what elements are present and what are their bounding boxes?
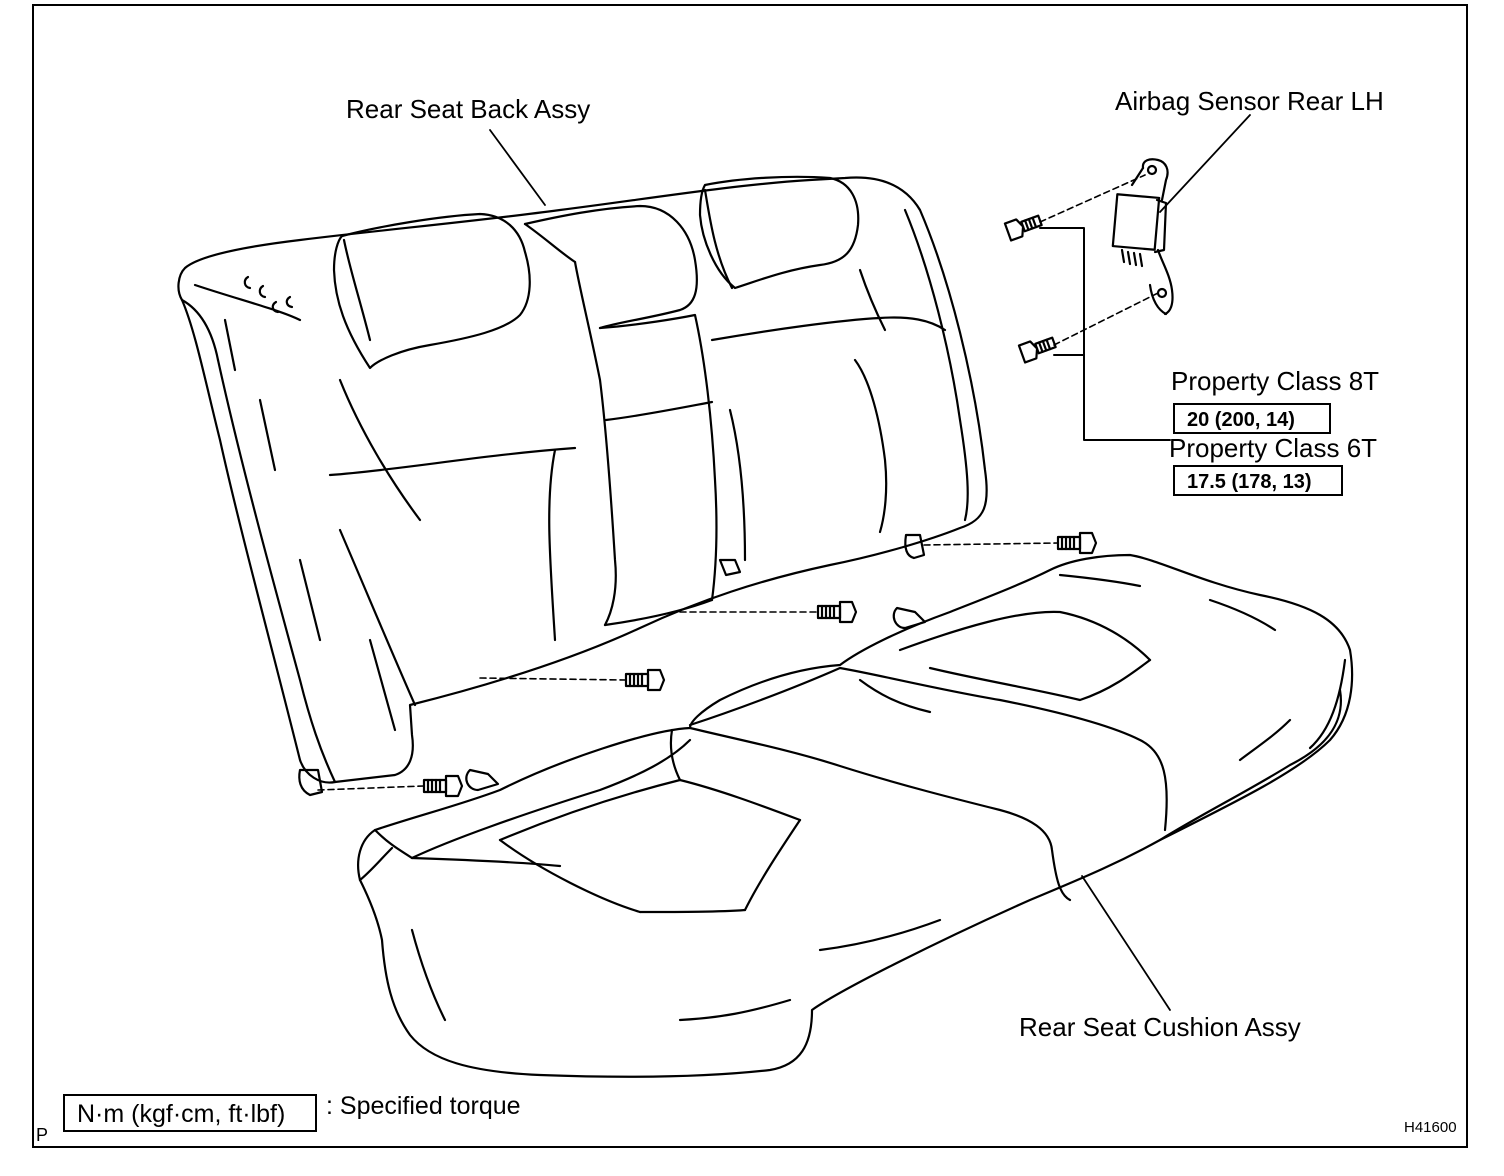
leader-lines	[489, 114, 1251, 1011]
label-property-class-8t: Property Class 8T	[1171, 366, 1380, 396]
rear-seat-cushion	[357, 553, 1354, 1078]
bolts	[422, 214, 1098, 798]
figure-id: H41600	[1404, 1119, 1457, 1136]
corner-mark: P	[36, 1125, 49, 1145]
torque-box-6t: 17.5 (178, 13)	[1173, 465, 1343, 496]
legend-unit-box: N·m (kgf·cm, ft·lbf)	[63, 1094, 317, 1132]
label-property-class-6t: Property Class 6T	[1169, 433, 1378, 463]
label-airbag-sensor: Airbag Sensor Rear LH	[1115, 86, 1384, 116]
label-rear-seat-back: Rear Seat Back Assy	[346, 94, 591, 124]
diagram-frame	[32, 4, 1468, 1148]
label-rear-seat-cushion: Rear Seat Cushion Assy	[1019, 1012, 1301, 1042]
torque-box-8t: 20 (200, 14)	[1173, 403, 1331, 434]
legend-description: : Specified torque	[326, 1092, 521, 1120]
rear-seat-back	[177, 175, 988, 784]
dashed-lines	[317, 174, 1161, 791]
airbag-sensor-rear-lh	[1111, 158, 1174, 316]
torque-bracket	[1039, 227, 1171, 441]
